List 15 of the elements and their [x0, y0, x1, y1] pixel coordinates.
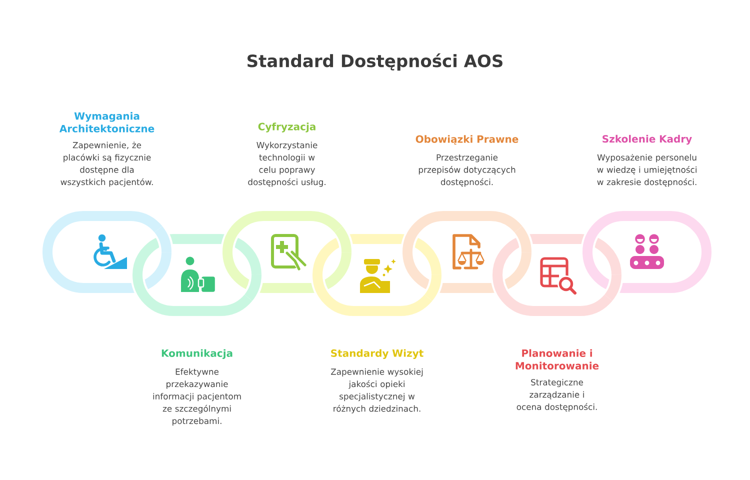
description: Zapewnienie wysokiej jakości opieki specjalistycznej w różnych dziedzinach. [331, 368, 423, 414]
item-heading: Komunikacja [162, 349, 232, 359]
description: Strategiczne zarządzanie i ocena dostępności. [516, 378, 597, 412]
description: Wykorzystanie technologii w celu poprawy dostępności usług. [248, 142, 326, 187]
description: Przestrzeganie przepisów dotyczących dostępności. [418, 154, 516, 187]
item-heading: Standardy Wizyt [331, 349, 424, 359]
description: Efektywne przekazywanie informacji pacjentom ze szczególnymi potrzebami. [153, 368, 241, 426]
title: Standard Dostępności AOS [248, 53, 502, 71]
item-heading: Cyfryzacja [258, 122, 316, 132]
description: Wyposażenie personelu w wiedzę i umiejętności w zakresie dostępności. [597, 154, 696, 187]
item-heading: Wymagania Architektoniczne [59, 112, 154, 132]
item-heading: Obowiązki Prawne [416, 135, 518, 145]
description: Zapewnienie, że placówki są fizycznie dostępne dla wszystkich pacjentów. [60, 142, 153, 187]
item-heading: Szkolenie Kadry [602, 134, 692, 145]
item-heading: Planowanie i Monitorowanie [516, 349, 599, 370]
